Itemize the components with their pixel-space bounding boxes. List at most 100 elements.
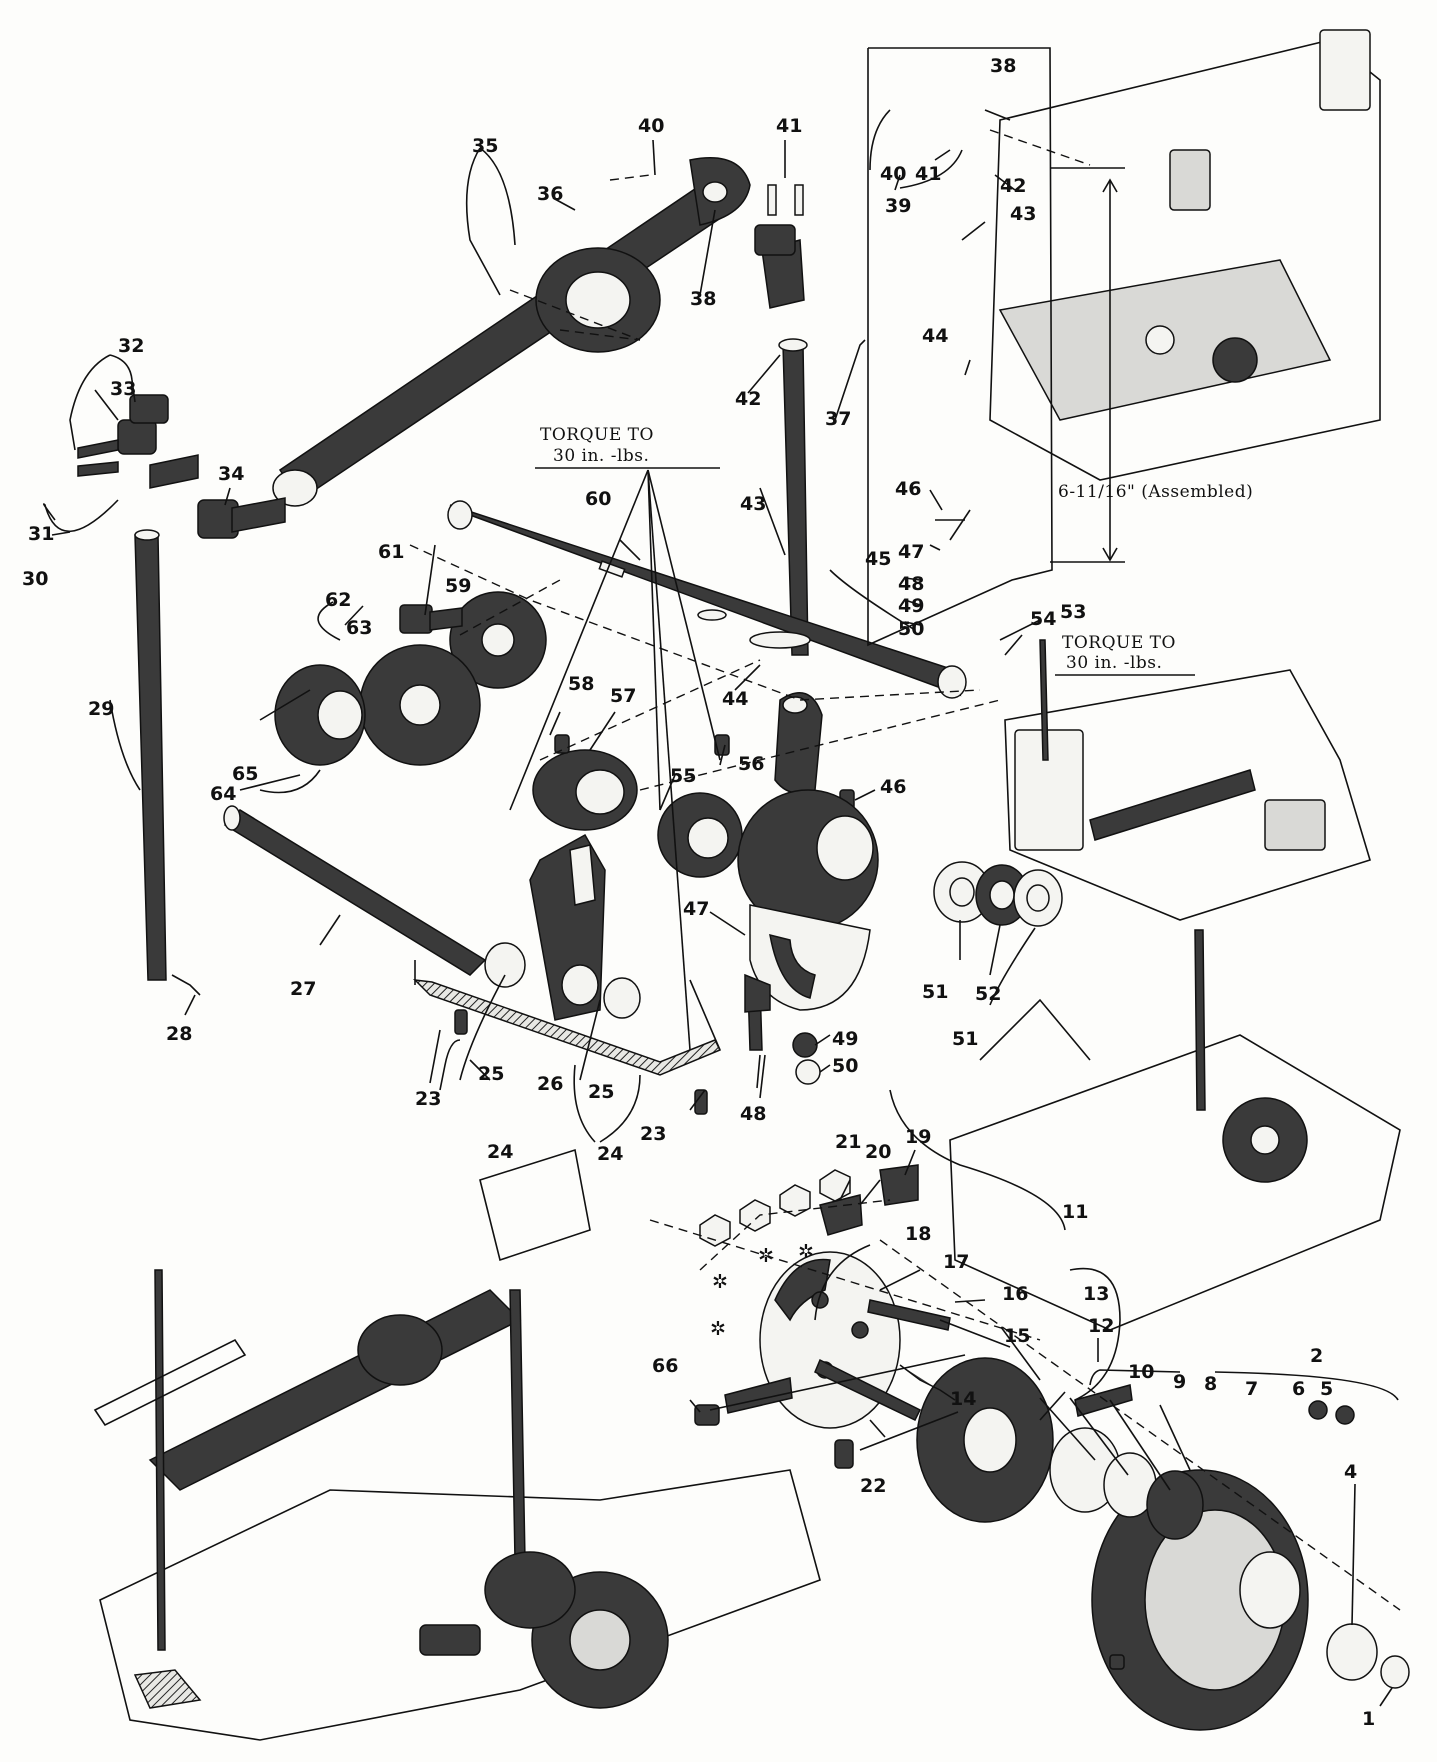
callout-65: 65 — [232, 763, 258, 785]
callout-38b: 38 — [690, 288, 716, 310]
group-37-box — [867, 47, 1053, 647]
callout-numbers: 1 2 4 5 6 7 8 9 10 11 12 13 14 15 16 17 … — [22, 55, 1375, 1730]
callout-50b: 50 — [832, 1055, 858, 1077]
gear-set — [274, 591, 547, 766]
torque-note-left: TORQUE TO 30 in. -lbs. — [535, 425, 720, 469]
torque-note-left-line1: TORQUE TO — [540, 425, 654, 445]
callout-51a: 51 — [922, 981, 948, 1003]
callout-8: 8 — [1204, 1373, 1217, 1395]
callout-27: 27 — [290, 978, 316, 1000]
callout-58: 58 — [568, 673, 594, 695]
callout-50a: 50 — [898, 618, 924, 640]
callout-37: 37 — [825, 408, 851, 430]
fork-arm — [529, 833, 606, 1021]
torque-note-right-line2: 30 in. -lbs. — [1066, 653, 1162, 673]
callout-25b: 25 — [588, 1081, 614, 1103]
callout-60: 60 — [585, 488, 611, 510]
pulley-assembly — [1049, 1384, 1410, 1731]
callout-24b: 24 — [597, 1143, 623, 1165]
callout-6: 6 — [1292, 1378, 1305, 1400]
callout-49b: 49 — [832, 1028, 858, 1050]
callout-5: 5 — [1320, 1378, 1333, 1400]
callout-46b: 46 — [880, 776, 906, 798]
callout-44a: 44 — [922, 325, 948, 347]
callout-30: 30 — [22, 568, 48, 590]
callout-47a: 47 — [898, 541, 924, 563]
lever-arm — [272, 157, 751, 507]
callout-16: 16 — [1002, 1283, 1028, 1305]
torque-note-right-line1: TORQUE TO — [1062, 633, 1176, 653]
machine-bed — [949, 929, 1401, 1331]
machine-head-upper — [989, 29, 1381, 481]
svg-text:✲: ✲ — [712, 1271, 728, 1293]
assembled-dimension-note: 6-11/16" (Assembled) — [1058, 482, 1253, 502]
callout-51b: 51 — [952, 1028, 978, 1050]
callout-17: 17 — [943, 1251, 969, 1273]
callout-52: 52 — [975, 983, 1001, 1005]
callout-57: 57 — [610, 685, 636, 707]
callout-48b: 48 — [740, 1103, 766, 1125]
callout-62: 62 — [325, 589, 351, 611]
callout-39: 39 — [885, 195, 911, 217]
callout-9: 9 — [1173, 1371, 1186, 1393]
cam-collar — [532, 734, 855, 878]
center-rod — [754, 184, 809, 656]
callout-54: 54 — [1030, 608, 1056, 630]
callout-23b: 23 — [640, 1123, 666, 1145]
callout-12: 12 — [1088, 1315, 1114, 1337]
assembled-dimension-line — [1050, 167, 1125, 563]
machine-assembly-lower — [93, 1148, 821, 1741]
callout-10: 10 — [1128, 1361, 1154, 1383]
callout-22: 22 — [860, 1475, 886, 1497]
torque-note-left-line2: 30 in. -lbs. — [553, 446, 649, 466]
machine-head-middle — [1004, 639, 1371, 921]
vertical-shaft — [134, 529, 201, 996]
callout-45: 45 — [865, 548, 891, 570]
callout-49a: 49 — [898, 595, 924, 617]
callout-23a: 23 — [415, 1088, 441, 1110]
callout-41a: 41 — [915, 163, 941, 185]
callout-14: 14 — [950, 1388, 976, 1410]
callout-56: 56 — [738, 753, 764, 775]
thrust-washers — [933, 861, 1063, 927]
callout-15: 15 — [1004, 1325, 1030, 1347]
callout-55: 55 — [670, 765, 696, 787]
callout-64: 64 — [210, 783, 236, 805]
callout-66: 66 — [652, 1355, 678, 1377]
callout-31: 31 — [28, 523, 54, 545]
callout-59: 59 — [445, 575, 471, 597]
horizontal-shaft — [447, 500, 967, 699]
callout-40a: 40 — [880, 163, 906, 185]
callout-38a: 38 — [990, 55, 1016, 77]
callout-18: 18 — [905, 1223, 931, 1245]
callout-46a: 46 — [895, 478, 921, 500]
callout-25a: 25 — [478, 1063, 504, 1085]
callout-41b: 41 — [776, 115, 802, 137]
base-casting — [412, 942, 821, 1115]
callout-1: 1 — [1362, 1708, 1375, 1730]
callout-34: 34 — [218, 463, 244, 485]
callout-61: 61 — [378, 541, 404, 563]
leader-lines — [42, 109, 1399, 1707]
svg-text:✲: ✲ — [710, 1318, 726, 1340]
callout-19: 19 — [905, 1126, 931, 1148]
cam-fork — [737, 691, 879, 1011]
callout-24a: 24 — [487, 1141, 513, 1163]
clamp-assembly — [77, 394, 286, 539]
callout-2: 2 — [1310, 1345, 1323, 1367]
callout-42a: 42 — [1000, 175, 1026, 197]
lower-shaft — [223, 805, 487, 976]
callout-63: 63 — [346, 617, 372, 639]
callout-42b: 42 — [735, 388, 761, 410]
callout-11: 11 — [1062, 1201, 1088, 1223]
svg-text:✲: ✲ — [798, 1241, 814, 1263]
callout-29: 29 — [88, 698, 114, 720]
callout-33: 33 — [110, 378, 136, 400]
callout-44b: 44 — [722, 688, 748, 710]
callout-32: 32 — [118, 335, 144, 357]
callout-36: 36 — [537, 183, 563, 205]
callout-35: 35 — [472, 135, 498, 157]
callout-28: 28 — [166, 1023, 192, 1045]
callout-26: 26 — [537, 1073, 563, 1095]
